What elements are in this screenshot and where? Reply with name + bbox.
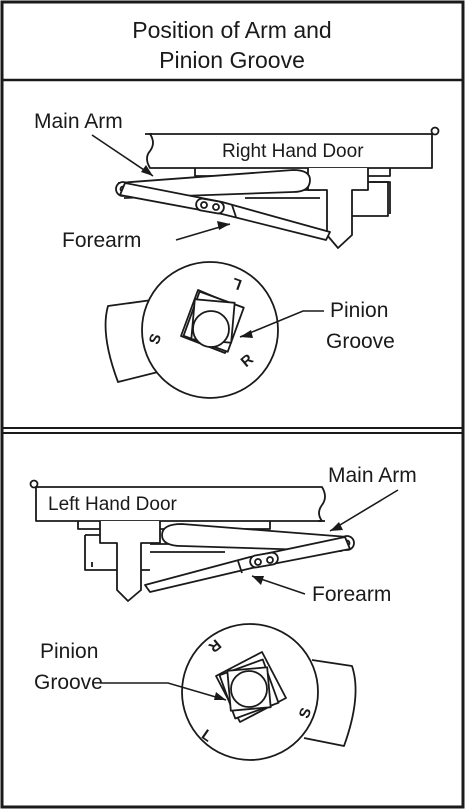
left-door-label: Left Hand Door <box>48 494 178 515</box>
title-line-1: Position of Arm and <box>132 17 331 43</box>
left-main-arm-label: Main Arm <box>328 464 417 487</box>
title-line-2: Pinion Groove <box>159 47 305 73</box>
right-bracket <box>307 168 369 249</box>
right-door-pivot <box>430 126 440 136</box>
right-door-label: Right Hand Door <box>222 141 364 162</box>
left-forearm-label: Forearm <box>312 583 391 606</box>
right-pinion-label-1: Pinion <box>330 299 388 322</box>
right-main-arm-label: Main Arm <box>34 110 123 133</box>
left-bracket <box>99 521 161 602</box>
right-pinion-shaft <box>192 310 230 348</box>
right-hand-panel <box>104 126 440 399</box>
left-door <box>35 486 326 522</box>
left-hand-panel <box>29 479 357 761</box>
right-door <box>146 133 433 169</box>
left-forearm <box>144 536 351 593</box>
right-hand-labels: Main Arm Right Hand Door Forearm Pinion … <box>34 110 395 371</box>
left-pinion-label-2: Groove <box>34 671 103 694</box>
left-pinion-shaft <box>230 670 268 708</box>
right-pinion-label-2: Groove <box>326 330 395 353</box>
left-main-arm <box>161 523 349 552</box>
right-forearm-label: Forearm <box>62 229 141 252</box>
left-door-pivot <box>29 479 39 489</box>
left-pinion-label-1: Pinion <box>40 640 98 663</box>
